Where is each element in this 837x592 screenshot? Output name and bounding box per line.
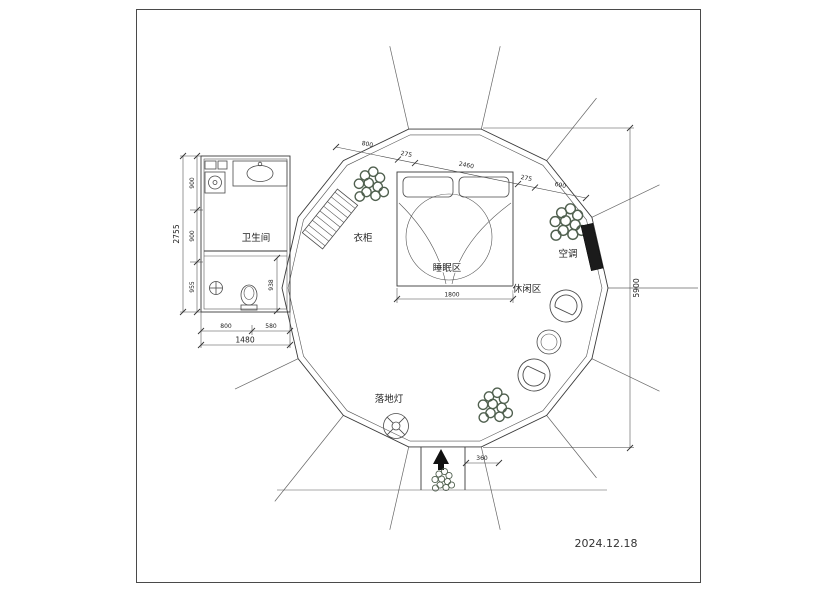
height-extension-lines [483, 127, 634, 448]
dim-bottom-seg1: 800 [220, 323, 232, 330]
bed [396, 171, 514, 287]
dim-left-total: 2755 [172, 224, 181, 243]
dim-entrance: 360 [476, 455, 488, 462]
label-sleeping-area: 睡眠区 [433, 262, 462, 274]
dim-left-seg3: 955 [189, 281, 196, 293]
faucet [257, 161, 263, 167]
side-table [536, 329, 562, 355]
dim-overall-height: 5900 [632, 278, 641, 297]
label-wardrobe: 衣柜 [353, 232, 373, 244]
dim-top-seg2: 275 [400, 150, 413, 159]
air-conditioner [580, 222, 604, 272]
dim-bottom-seg2: 580 [265, 323, 277, 330]
dim-lower-height: 938 [268, 279, 275, 291]
toilet-tank [240, 304, 258, 311]
label-bathroom: 卫生间 [242, 232, 271, 244]
drawing-date: 2024.12.18 [575, 537, 638, 550]
label-air-conditioner: 空调 [558, 248, 577, 260]
dimension-bathroom-bottom: 800 580 1480 [197, 312, 294, 349]
pillow-left [402, 176, 454, 198]
drawing-frame [136, 9, 701, 583]
dim-top-seg4: 275 [520, 174, 533, 183]
dim-bottom-total: 1480 [235, 336, 254, 345]
dim-bed-width: 1800 [444, 292, 459, 299]
bathroom [200, 155, 291, 313]
dimension-bathroom-lower: 938 [268, 254, 281, 315]
label-floor-lamp: 落地灯 [375, 393, 404, 405]
bathroom-shelf [217, 160, 228, 170]
dimension-left: 900 900 955 2755 [172, 152, 203, 316]
dim-left-seg1: 900 [189, 177, 196, 189]
wardrobe-ladder [301, 188, 359, 250]
dome-structure-rays [234, 46, 698, 530]
dim-top-seg1: 800 [361, 140, 374, 149]
dim-left-seg2: 900 [189, 230, 196, 242]
washing-machine [204, 171, 226, 194]
dimension-top-chain: 800 275 2460 275 690 [332, 140, 590, 202]
bed-quilt-circle [405, 193, 493, 281]
entrance: 360 [277, 447, 607, 492]
leisure-chairs [512, 284, 588, 397]
dim-top-seg3: 2460 [458, 161, 475, 171]
dimension-bed-width: 1800 [393, 288, 517, 303]
dimension-right-height: 5900 [626, 124, 641, 452]
label-leisure-area: 休闲区 [513, 283, 542, 295]
bathroom-shelf [204, 160, 217, 170]
entry-arrow-icon [433, 449, 449, 470]
floor-lamp-symbol [383, 413, 409, 439]
sink-counter [232, 160, 288, 187]
dim-top-seg5: 690 [554, 181, 567, 190]
